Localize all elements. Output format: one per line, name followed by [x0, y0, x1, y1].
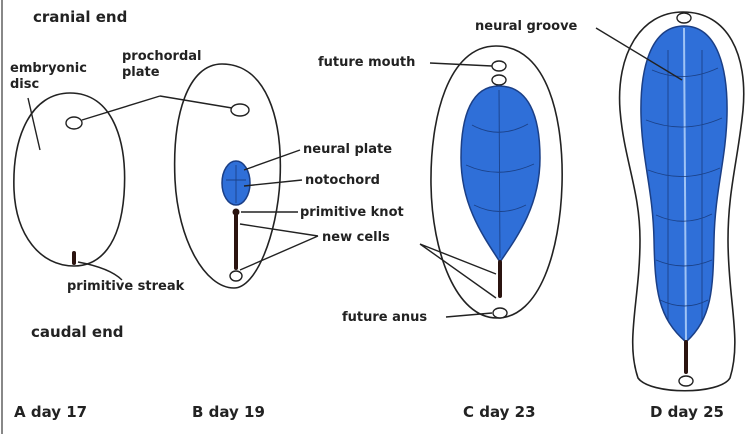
label-new-cells: new cells [322, 230, 390, 245]
caption-stage-b: B day 19 [192, 403, 265, 421]
caption-stage-a: A day 17 [14, 403, 87, 421]
caption-stage-c: C day 23 [463, 403, 536, 421]
caption-stage-d: D day 25 [650, 403, 724, 421]
label-future-mouth: future mouth [318, 55, 415, 70]
label-cranial-end: cranial end [33, 8, 127, 26]
leader-neural-plate [244, 150, 300, 170]
stage-d-embryo [620, 12, 744, 391]
label-embryonic: embryonic [10, 61, 87, 76]
stage-b-embryo [175, 64, 281, 288]
stage-d-cranial-oval [677, 13, 691, 23]
label-plate: plate [122, 65, 160, 80]
label-neural-groove: neural groove [475, 19, 578, 34]
stage-captions: A day 17 B day 19 C day 23 D day 25 [14, 403, 724, 421]
label-disc: disc [10, 77, 39, 92]
label-prochordal: prochordal [122, 49, 202, 64]
label-primitive-streak: primitive streak [67, 279, 185, 294]
stage-b-caudal-oval [230, 271, 242, 281]
stage-b-prochordal-plate [231, 104, 249, 116]
label-notochord: notochord [305, 173, 380, 188]
leader-notochord [244, 180, 302, 186]
stage-c-oral-oval [492, 75, 506, 85]
stage-c-future-anus-oval [493, 308, 507, 318]
stage-c-embryo [431, 46, 562, 318]
stage-a-embryo [14, 93, 125, 266]
label-future-anus: future anus [342, 310, 427, 325]
label-primitive-knot: primitive knot [300, 205, 404, 220]
stage-c-neural-plate [461, 86, 540, 262]
stage-c-future-mouth-oval [492, 61, 506, 71]
stage-d-caudal-oval [679, 376, 693, 386]
stage-a-prochordal-plate [66, 117, 82, 129]
leader-new-cells-c [420, 244, 496, 298]
label-neural-plate: neural plate [303, 142, 392, 157]
leader-new-cells-b [240, 224, 318, 270]
label-caudal-end: caudal end [31, 323, 124, 341]
